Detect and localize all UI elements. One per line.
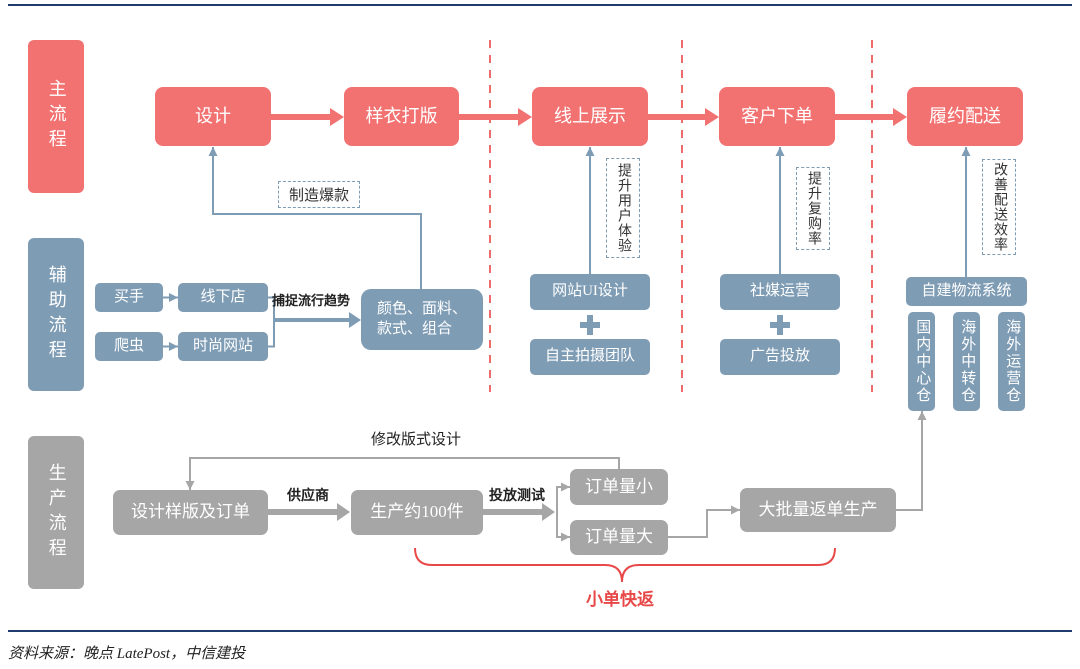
prod-large-order: 订单量大: [570, 520, 668, 555]
lane-aux-label: 辅助流程: [46, 264, 67, 365]
hit-label: 制造爆款: [288, 188, 349, 204]
arrow-produce-to-test: [483, 503, 555, 521]
lane-main-label: 主流程: [46, 79, 67, 154]
plus-icon: [580, 315, 600, 335]
prod-design-order: 设计样版及订单: [113, 490, 268, 535]
ux-label-box: 提升用户体验: [606, 158, 640, 258]
revise-label: 修改版式设计: [371, 432, 462, 448]
combo-line-1: 颜色、面料、: [376, 301, 467, 317]
aux-social: 社媒运营: [720, 274, 840, 310]
repurchase-label-box: 提升复购率: [796, 167, 830, 250]
ux-label: 提升用户体验: [616, 163, 631, 253]
main-step-display: 线上展示: [532, 87, 648, 146]
aux-offline-store: 线下店: [178, 283, 268, 312]
repurchase-label: 提升复购率: [806, 171, 821, 246]
prod-mass-reorder: 大批量返单生产: [740, 488, 896, 532]
top-rule: [8, 4, 1072, 6]
arrow-design-to-produce: [268, 503, 350, 521]
main-arrow-sample-to-display: [459, 108, 532, 126]
main-step-fulfillment: 履约配送: [907, 87, 1023, 146]
main-arrow-display-to-order: [648, 108, 719, 126]
warehouse-label: 国内中心仓: [914, 319, 931, 404]
arrow-combo-to-design: [208, 147, 422, 289]
arrow-mass-to-warehouse: [896, 411, 927, 511]
warehouse-domestic: 国内中心仓: [908, 312, 935, 411]
source-caption: 资料来源：晚点 LatePost，中信建投: [8, 646, 246, 662]
combo-text: 颜色、面料、 款式、组合: [377, 300, 467, 339]
arrow-trend-to-combo: [274, 312, 361, 328]
trend-label: 捕捉流行趋势: [272, 293, 351, 308]
arrow-large-to-mass: [668, 505, 740, 538]
aux-logistics: 自建物流系统: [906, 277, 1027, 306]
supplier-label: 供应商: [287, 489, 329, 504]
aux-crawler: 爬虫: [95, 332, 163, 361]
combo-line-2: 款式、组合: [376, 320, 452, 337]
test-label: 投放测试: [489, 489, 545, 504]
main-step-sample: 样衣打版: [344, 87, 459, 146]
lane-prod: 生产流程: [28, 436, 84, 589]
hit-label-box: 制造爆款: [278, 181, 360, 208]
bottom-rule: [8, 630, 1072, 632]
main-step-design: 设计: [155, 87, 271, 146]
aux-fashion-site: 时尚网站: [178, 332, 268, 361]
aux-photo-team: 自主拍摄团队: [530, 339, 650, 375]
warehouse-label: 海外运营仓: [1004, 319, 1021, 404]
delivery-label-box: 改善配送效率: [982, 159, 1016, 255]
warehouse-overseas: 海外运营仓: [998, 312, 1025, 411]
aux-buyer: 买手: [95, 283, 163, 312]
main-step-order: 客户下单: [719, 87, 835, 146]
brace-label: 小单快返: [586, 590, 654, 609]
lane-prod-label: 生产流程: [46, 462, 67, 563]
delivery-label: 改善配送效率: [992, 162, 1007, 252]
main-arrow-design-to-sample: [271, 108, 344, 126]
prod-small-order: 订单量小: [570, 469, 668, 505]
warehouse-label: 海外中转仓: [959, 319, 976, 404]
main-arrow-order-to-fulfillment: [835, 108, 907, 126]
lane-main: 主流程: [28, 40, 84, 193]
plus-icon: [770, 315, 790, 335]
warehouse-transit: 海外中转仓: [953, 312, 980, 411]
aux-ads: 广告投放: [720, 339, 840, 375]
aux-web-ui: 网站UI设计: [530, 274, 650, 310]
arrow-revise-to-design: [185, 457, 620, 490]
aux-combo: 颜色、面料、 款式、组合: [361, 289, 483, 350]
prod-produce-100: 生产约100件: [351, 490, 483, 535]
lane-aux: 辅助流程: [28, 238, 84, 391]
